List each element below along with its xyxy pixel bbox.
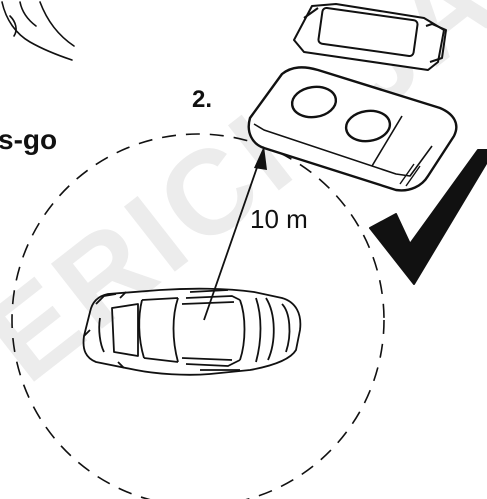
hand-illustration bbox=[1, 1, 75, 61]
caption-fragment: s-go bbox=[0, 124, 58, 155]
car-illustration bbox=[82, 287, 302, 376]
step-number: 2. bbox=[192, 86, 213, 113]
checkmark-icon bbox=[369, 149, 487, 285]
flip-key-icon bbox=[293, 3, 447, 71]
card-key-icon bbox=[247, 66, 458, 192]
range-circle bbox=[11, 133, 385, 499]
distance-label: 10 m bbox=[250, 204, 308, 234]
distance-arrow bbox=[203, 146, 267, 321]
